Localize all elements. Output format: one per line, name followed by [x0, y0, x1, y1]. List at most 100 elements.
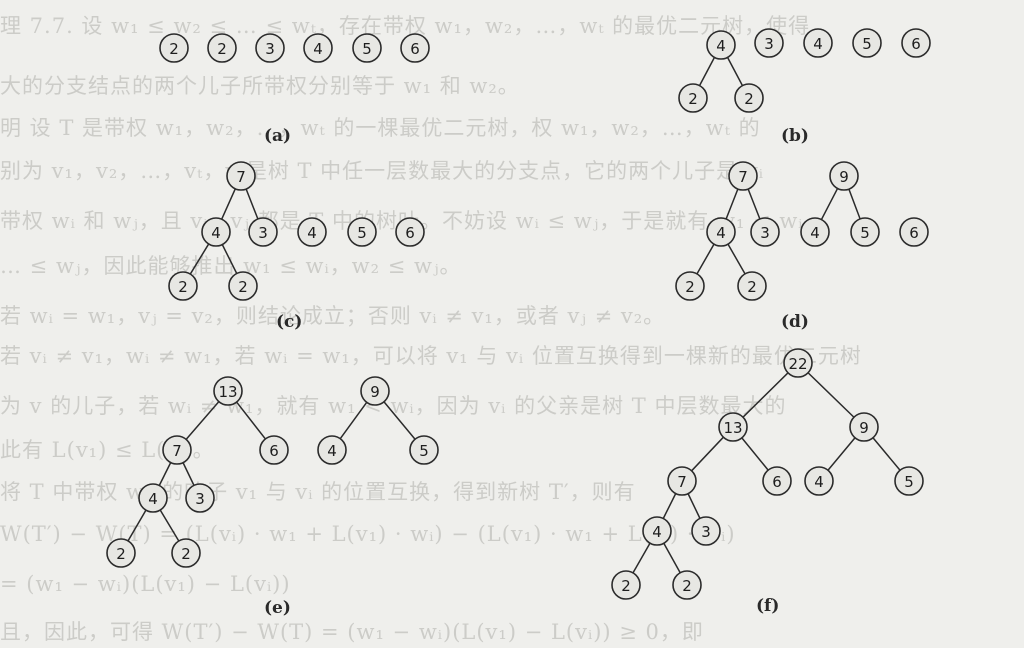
node-circle	[207, 33, 237, 63]
tree-edge	[820, 188, 839, 220]
node-circle	[255, 33, 285, 63]
panel-label: (c)	[276, 312, 303, 332]
tree-node: 6	[762, 466, 792, 496]
node-circle	[171, 538, 201, 568]
tree-node: 6	[259, 435, 289, 465]
tree-node: 2	[171, 538, 201, 568]
tree-node: 2	[159, 33, 189, 63]
node-circle	[800, 217, 830, 247]
tree-node: 3	[255, 33, 285, 63]
node-weight: 7	[738, 168, 748, 186]
tree-edge	[221, 244, 238, 274]
tree-node: 2	[106, 538, 136, 568]
tree-node: 9	[849, 412, 879, 442]
tree-edge	[698, 57, 716, 86]
node-weight: 2	[685, 278, 695, 296]
node-circle	[850, 217, 880, 247]
node-circle	[347, 217, 377, 247]
tree-node: 4	[706, 30, 736, 60]
tree-node: 2	[207, 33, 237, 63]
tree-edge	[807, 372, 855, 418]
panel-label: (d)	[781, 312, 809, 332]
node-weight: 4	[148, 490, 158, 508]
node-weight: 5	[419, 442, 429, 460]
node-weight: 6	[410, 40, 420, 58]
node-circle	[852, 28, 882, 58]
node-circle	[894, 466, 924, 496]
tree-node: 5	[850, 217, 880, 247]
panel-label: (f)	[756, 596, 780, 616]
tree-edge	[632, 542, 651, 574]
node-weight: 2	[747, 278, 757, 296]
node-weight: 3	[701, 523, 711, 541]
tree-node: 6	[899, 217, 929, 247]
node-weight: 2	[178, 278, 188, 296]
node-weight: 7	[236, 168, 246, 186]
node-weight: 4	[716, 224, 726, 242]
node-circle	[213, 376, 243, 406]
node-weight: 4	[327, 442, 337, 460]
node-circle	[706, 217, 736, 247]
node-circle	[138, 483, 168, 513]
tree-node: 2	[228, 271, 258, 301]
tree-node: 7	[162, 435, 192, 465]
node-circle	[718, 412, 748, 442]
node-circle	[162, 435, 192, 465]
tree-node: 7	[728, 161, 758, 191]
node-circle	[829, 161, 859, 191]
tree-edge	[872, 437, 901, 471]
node-circle	[901, 28, 931, 58]
node-weight: 4	[313, 40, 323, 58]
node-circle	[259, 435, 289, 465]
background-text-line: 将 T 中带权 w₁ 的叶子 v₁ 与 vᵢ 的位置互换，得到新树 T′，则有	[0, 480, 636, 504]
tree-node: 2	[675, 271, 705, 301]
node-weight: 9	[839, 168, 849, 186]
node-weight: 6	[269, 442, 279, 460]
tree-node: 2	[737, 271, 767, 301]
tree-node: 13	[718, 412, 748, 442]
node-circle	[106, 538, 136, 568]
node-weight: 6	[405, 224, 415, 242]
tree-node: 5	[852, 28, 882, 58]
node-weight: 2	[688, 90, 698, 108]
tree-edge	[662, 493, 677, 519]
node-circle	[168, 271, 198, 301]
tree-node: 6	[901, 28, 931, 58]
background-text-line: 若 wᵢ = w₁，vⱼ = v₂，则结论成立；否则 vᵢ ≠ v₁，或者 vⱼ…	[0, 304, 666, 328]
node-circle	[849, 412, 879, 442]
background-text-line: 若 vᵢ ≠ v₁，wᵢ ≠ w₁，若 wᵢ = w₁，可以将 v₁ 与 vᵢ …	[0, 344, 862, 368]
node-circle	[737, 271, 767, 301]
tree-node: 7	[667, 466, 697, 496]
tree-node: 6	[395, 217, 425, 247]
tree-edge	[182, 462, 195, 486]
tree-node: 9	[360, 376, 390, 406]
background-text-line: 为 v 的儿子，若 wᵢ ≠ w₁，就有 w₁ < wᵢ，因为 vᵢ 的父亲是树…	[0, 394, 787, 418]
node-circle	[762, 466, 792, 496]
node-weight: 2	[621, 577, 631, 595]
background-text-line: 别为 v₁，v₂，…，vₜ，v 是树 T 中任一层数最大的分支点，它的两个儿子是…	[0, 159, 764, 183]
node-weight: 5	[904, 473, 914, 491]
node-circle	[675, 271, 705, 301]
tree-edge	[236, 401, 266, 440]
node-circle	[360, 376, 390, 406]
tree-node: 2	[168, 271, 198, 301]
tree-edge	[691, 436, 724, 472]
background-text-line: 理 7.7. 设 w₁ ≤ w₂ ≤ … ≤ wₜ，存在带权 w₁，w₂，…，w…	[0, 14, 811, 38]
node-weight: 9	[370, 383, 380, 401]
node-circle	[672, 570, 702, 600]
node-circle	[803, 28, 833, 58]
tree-node: 7	[226, 161, 256, 191]
node-weight: 5	[860, 224, 870, 242]
tree-edge	[747, 188, 761, 220]
tree-edge	[185, 401, 220, 440]
node-weight: 2	[238, 278, 248, 296]
tree-node: 4	[642, 516, 672, 546]
node-weight: 9	[859, 419, 869, 437]
node-weight: 3	[764, 35, 774, 53]
tree-node: 4	[317, 435, 347, 465]
node-circle	[409, 435, 439, 465]
node-weight: 13	[218, 383, 237, 401]
